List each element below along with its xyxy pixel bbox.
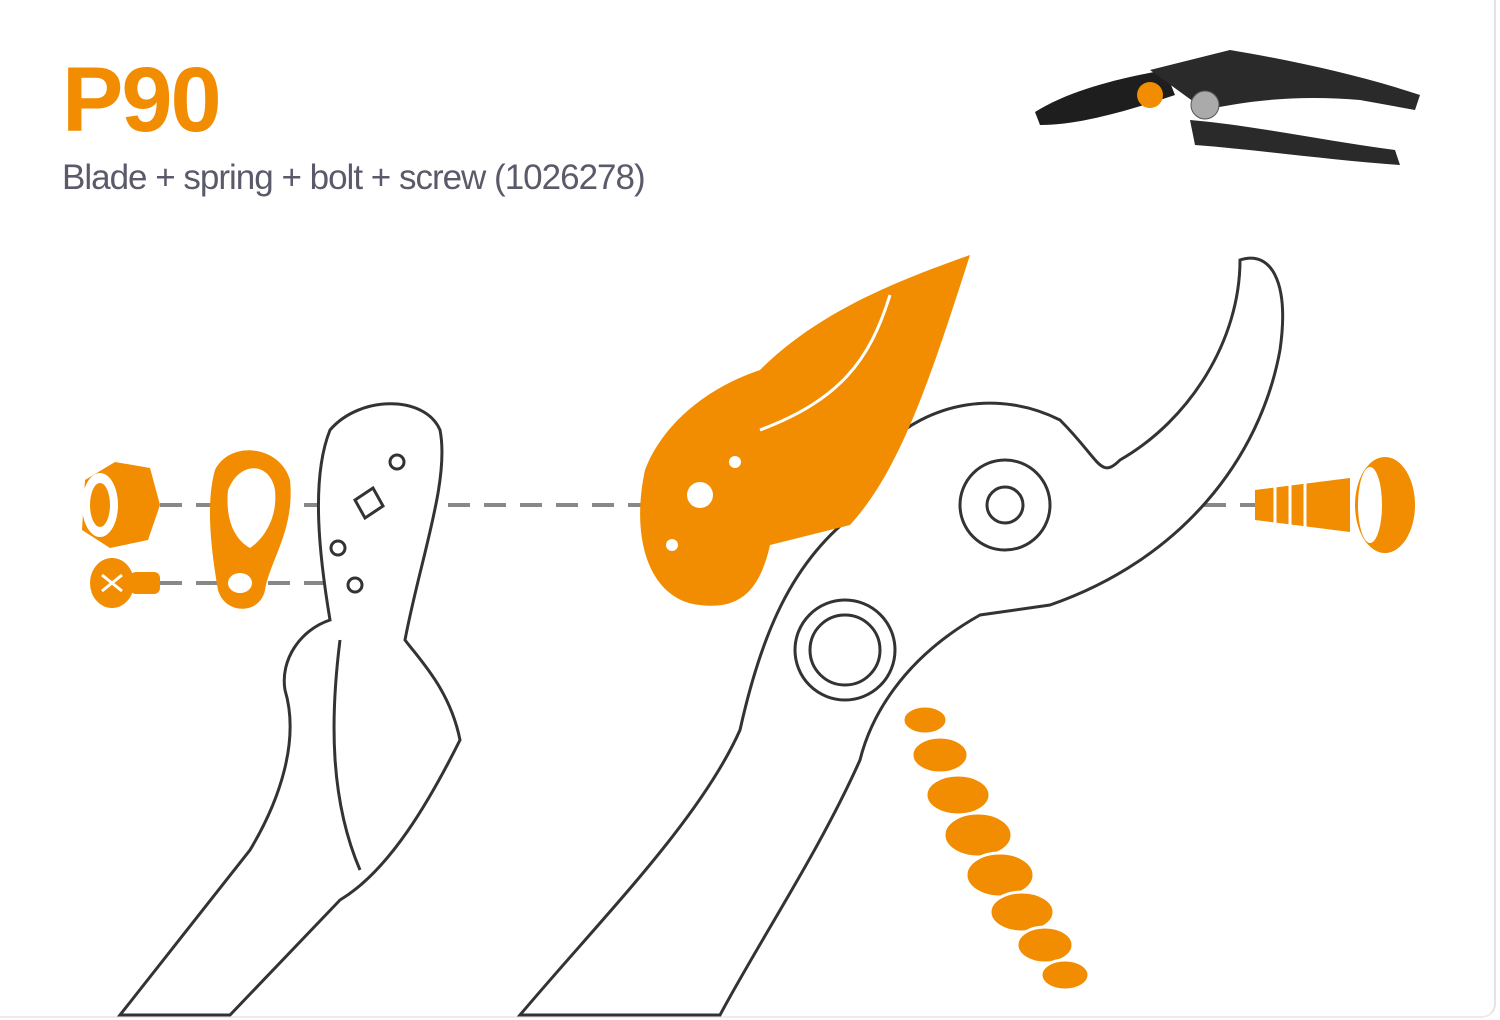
model-title: P90 xyxy=(62,49,222,151)
lower-handle xyxy=(116,402,462,1017)
upper-handle xyxy=(516,256,1285,1017)
bolt xyxy=(1255,457,1415,553)
spring xyxy=(209,450,291,609)
nut xyxy=(82,462,160,548)
blade xyxy=(640,255,970,606)
pruner-thumbnail xyxy=(1035,50,1420,165)
part-description: Blade + spring + bolt + screw (1026278) xyxy=(62,158,646,197)
handle-spring xyxy=(901,704,1091,992)
screw xyxy=(90,558,160,608)
